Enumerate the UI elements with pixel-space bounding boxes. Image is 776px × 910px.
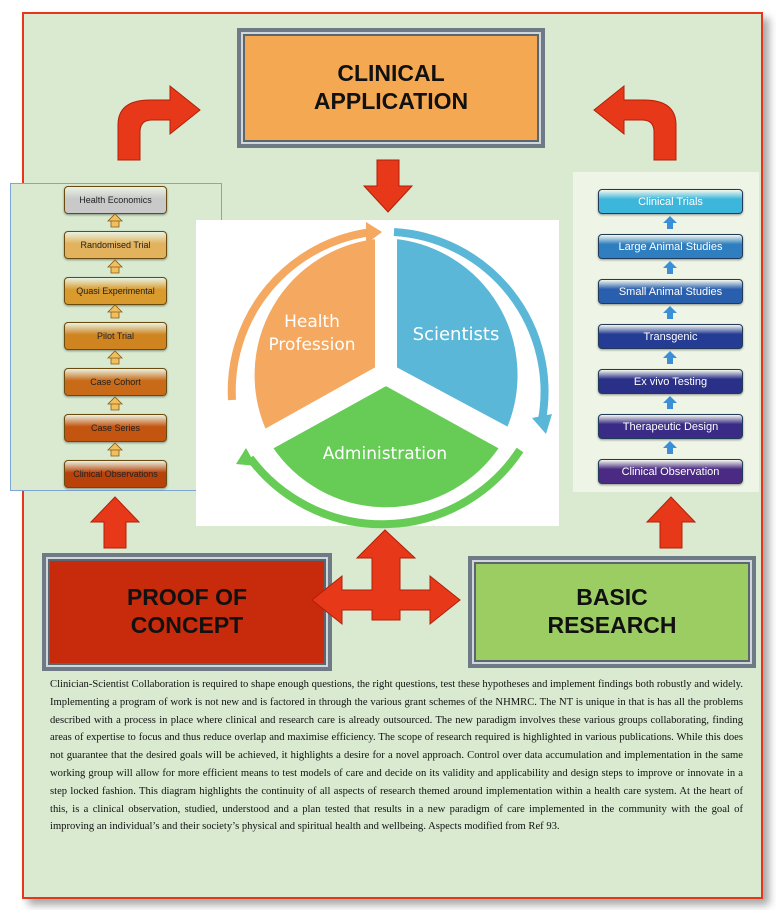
curved-arrow-icon [117,84,201,161]
clinical-line-2: APPLICATION [313,88,469,114]
ladder-arrow-icon [663,261,677,274]
step-quasi-experimental: Quasi Experimental [64,277,167,305]
cycle-ribbon-green [246,447,524,529]
step-clinical-trials: Clinical Trials [598,189,743,214]
scientists-label: Scientists [413,324,500,345]
ladder-arrow-icon [663,216,677,229]
basic-line-2: RESEARCH [547,612,677,638]
proof-line-1: PROOF OF [126,584,248,611]
ladder-arrow-icon [107,396,123,411]
ladder-arrow-icon [107,304,123,319]
cycle-arrowhead-icon [532,414,552,434]
step-case-cohort: Case Cohort [64,368,167,396]
ladder-arrow-icon [663,441,677,454]
step-ex-vivo-testing: Ex vivo Testing [598,369,743,394]
up-arrow-icon [89,496,141,549]
ladder-arrow-icon [663,306,677,319]
step-clinical-observation: Clinical Observation [598,459,743,484]
basic-line-1: BASIC [576,584,648,611]
cycle-arrowhead-icon [366,222,382,244]
proof-line-2: CONCEPT [130,612,244,638]
step-clinical-observations: Clinical Observations [64,460,167,488]
health-label-line-2: Profession [268,335,355,355]
up-arrow-icon [645,496,697,549]
scientists-segment [395,236,520,430]
health-label-line-1: Health [284,312,340,332]
step-small-animal-studies: Small Animal Studies [598,279,743,304]
step-pilot-trial: Pilot Trial [64,322,167,350]
ladder-arrow-icon [107,259,123,274]
health-profession-segment [252,236,377,432]
cycle-ribbon-blue [393,228,549,421]
collaboration-cycle [252,236,520,510]
step-large-animal-studies: Large Animal Studies [598,234,743,259]
administration-segment [270,383,502,510]
step-transgenic: Transgenic [598,324,743,349]
step-case-series: Case Series [64,414,167,442]
administration-label: Administration [323,444,447,464]
three-way-arrow-icon [311,529,461,626]
step-randomised-trial: Randomised Trial [64,231,167,259]
ladder-arrow-icon [663,396,677,409]
cycle-ribbon-orange [227,228,373,401]
step-therapeutic-design: Therapeutic Design [598,414,743,439]
down-arrow-icon [362,159,414,213]
ladder-arrow-icon [107,442,123,457]
caption-paragraph: Clinician-Scientist Collaboration is req… [50,679,743,833]
curved-arrow-icon [593,84,677,161]
ladder-arrow-icon [107,213,123,228]
ladder-arrow-icon [663,351,677,364]
clinical-line-1: CLINICAL [337,60,445,87]
cycle-arrowhead-icon [236,448,256,466]
step-health-economics: Health Economics [64,186,167,214]
ladder-arrow-icon [107,350,123,365]
